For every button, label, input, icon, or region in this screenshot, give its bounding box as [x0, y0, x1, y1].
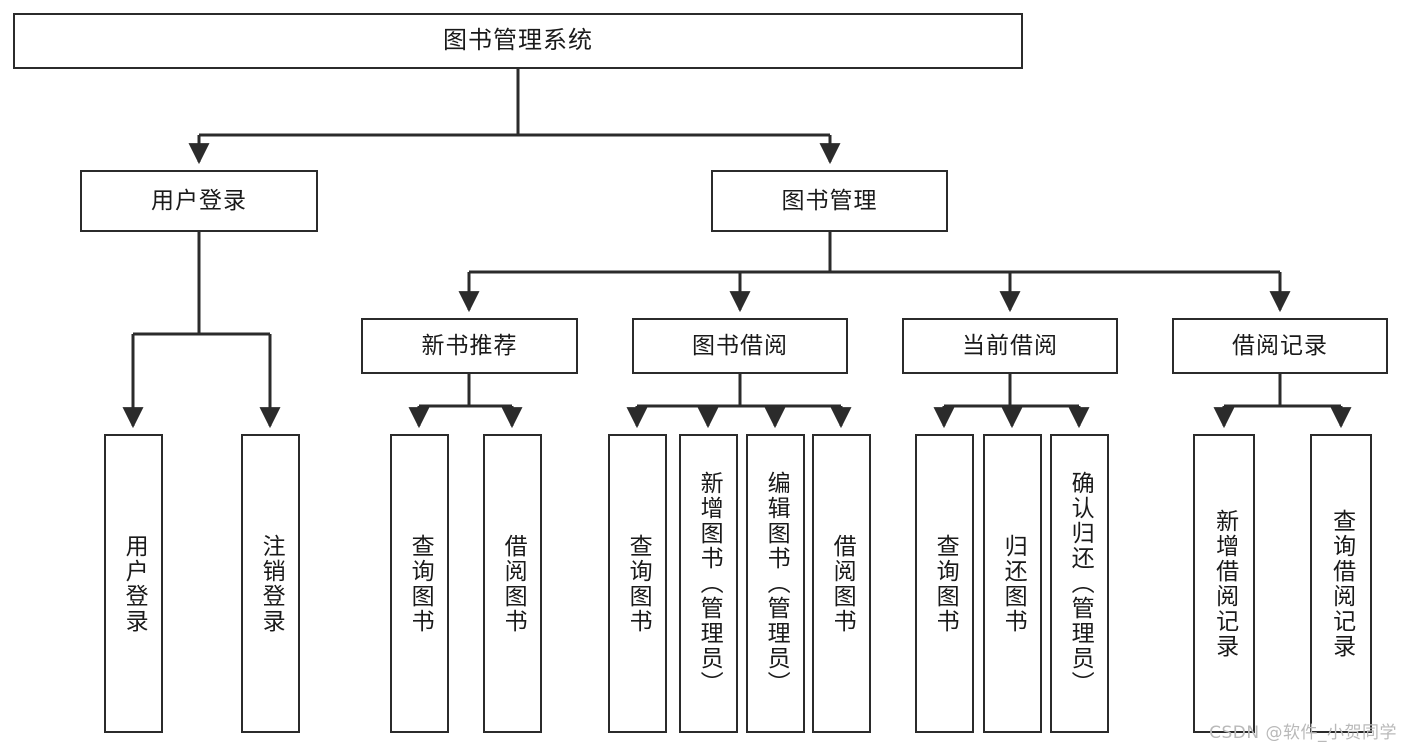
- node-new-book-recommend[interactable]: 新书推荐: [361, 318, 578, 374]
- node-label: 用户登录: [151, 187, 247, 214]
- node-root-book-management-system[interactable]: 图书管理系统: [13, 13, 1023, 69]
- node-borrow-record[interactable]: 借阅记录: [1172, 318, 1388, 374]
- node-label: 借阅图书: [500, 533, 527, 634]
- node-label: 新增图书（管理员）: [696, 471, 723, 696]
- leaf-node-return-book[interactable]: 归还图书: [983, 434, 1042, 733]
- node-label: 用户登录: [121, 533, 148, 634]
- node-label: 借阅图书: [829, 533, 856, 634]
- leaf-node-query-book-current[interactable]: 查询图书: [915, 434, 974, 733]
- node-label: 查询图书: [625, 533, 652, 634]
- node-label: 查询借阅记录: [1328, 508, 1355, 659]
- node-label: 归还图书: [1000, 533, 1027, 634]
- leaf-node-borrow-book[interactable]: 借阅图书: [812, 434, 871, 733]
- node-label: 图书管理: [781, 187, 878, 214]
- node-book-management[interactable]: 图书管理: [711, 170, 948, 232]
- leaf-node-edit-book-admin[interactable]: 编辑图书（管理员）: [746, 434, 805, 733]
- node-label: 借阅记录: [1232, 332, 1328, 359]
- node-label: 查询图书: [932, 533, 959, 634]
- node-label: 查询图书: [407, 533, 434, 634]
- node-current-borrow[interactable]: 当前借阅: [902, 318, 1118, 374]
- node-label: 当前借阅: [962, 332, 1058, 359]
- leaf-node-add-borrow-record[interactable]: 新增借阅记录: [1193, 434, 1255, 733]
- leaf-node-query-book-recommend[interactable]: 查询图书: [390, 434, 449, 733]
- node-label: 新书推荐: [421, 332, 518, 359]
- leaf-node-confirm-return-admin[interactable]: 确认归还（管理员）: [1050, 434, 1109, 733]
- node-label: 编辑图书（管理员）: [763, 471, 790, 696]
- leaf-node-logout[interactable]: 注销登录: [241, 434, 300, 733]
- node-label: 新增借阅记录: [1211, 508, 1238, 659]
- leaf-node-user-login[interactable]: 用户登录: [104, 434, 163, 733]
- leaf-node-query-book-borrow[interactable]: 查询图书: [608, 434, 667, 733]
- node-label: 图书管理系统: [443, 26, 593, 55]
- leaf-node-borrow-book-recommend[interactable]: 借阅图书: [483, 434, 542, 733]
- node-book-borrow[interactable]: 图书借阅: [632, 318, 848, 374]
- watermark-text: CSDN @软件_小贺同学: [1209, 723, 1397, 743]
- leaf-node-add-book-admin[interactable]: 新增图书（管理员）: [679, 434, 738, 733]
- node-label: 确认归还（管理员）: [1067, 471, 1094, 696]
- node-label: 注销登录: [258, 533, 285, 634]
- leaf-node-query-borrow-record[interactable]: 查询借阅记录: [1310, 434, 1372, 733]
- node-label: 图书借阅: [692, 332, 788, 359]
- node-user-login[interactable]: 用户登录: [80, 170, 318, 232]
